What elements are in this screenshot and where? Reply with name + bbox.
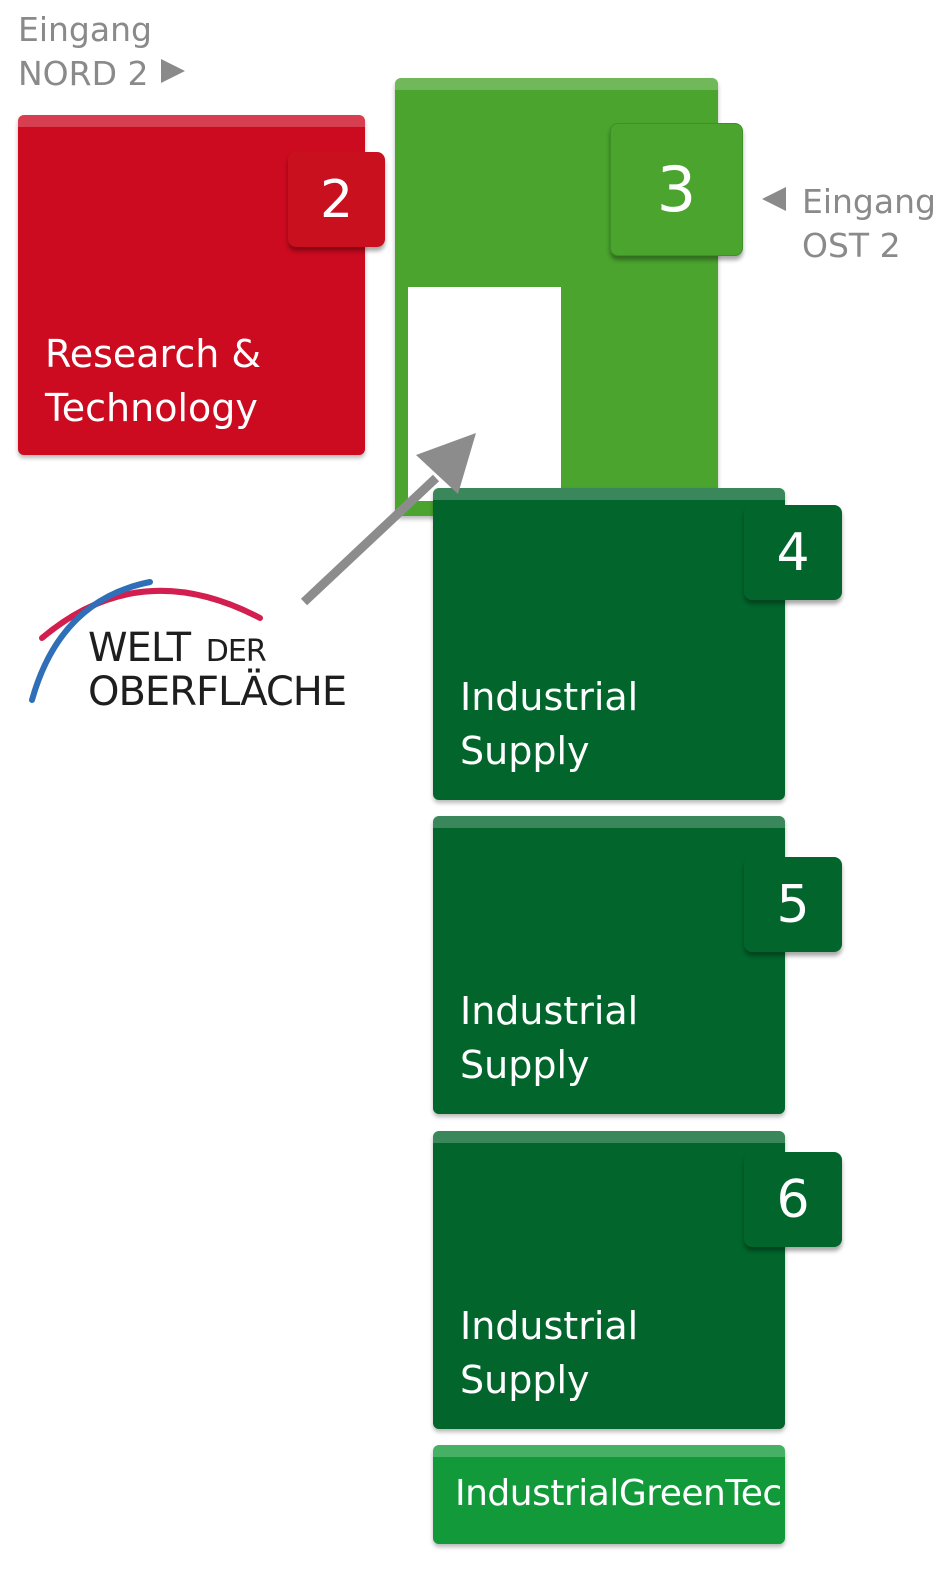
- hall-3-cutout: [408, 287, 561, 501]
- logo-word-der: DER: [205, 634, 267, 669]
- industrial-greentec-label: IndustrialGreenTec: [455, 1473, 782, 1514]
- arrow-right-icon: [160, 59, 185, 83]
- hall-4[interactable]: Industrial Supply: [433, 488, 785, 800]
- hall-4-label-line1: Industrial: [460, 675, 639, 719]
- hall-4-number-badge: 4: [744, 505, 842, 600]
- entrance-east-line2: OST 2: [802, 226, 901, 265]
- entrance-north-line2: NORD 2: [18, 54, 149, 93]
- industrial-greentec-annex[interactable]: IndustrialGreenTec: [433, 1445, 785, 1544]
- arrow-left-icon: [762, 187, 786, 211]
- hall-5-label-line2: Supply: [460, 1043, 590, 1087]
- logo-word-oberflaeche: OBERFLÄCHE: [88, 669, 347, 715]
- hall-5-label-line1: Industrial: [460, 989, 639, 1033]
- hall-4-label-line2: Supply: [460, 729, 590, 773]
- hall-5-number-badge: 5: [744, 857, 842, 952]
- welt-der-oberflaeche-logo: WELT DER OBERFLÄCHE: [20, 560, 380, 720]
- hall-6-label-line1: Industrial: [460, 1304, 639, 1348]
- hall-2-label-line2: Technology: [45, 386, 258, 430]
- entrance-east-line1: Eingang: [802, 182, 936, 221]
- entrance-north-label: Eingang NORD 2: [18, 8, 185, 96]
- hall-3-number-badge: 3: [610, 123, 743, 256]
- hall-6[interactable]: Industrial Supply: [433, 1131, 785, 1429]
- logo-swoosh-icon: [29, 579, 263, 703]
- hall-6-label-line2: Supply: [460, 1358, 590, 1402]
- hall-5[interactable]: Industrial Supply: [433, 816, 785, 1114]
- logo-word-welt: WELT: [88, 625, 191, 671]
- hall-6-number-badge: 6: [744, 1152, 842, 1247]
- hall-2-number-badge: 2: [288, 152, 385, 247]
- entrance-east-label: Eingang OST 2: [762, 180, 936, 268]
- entrance-north-line1: Eingang: [18, 10, 152, 49]
- hall-2-label-line1: Research &: [45, 332, 262, 376]
